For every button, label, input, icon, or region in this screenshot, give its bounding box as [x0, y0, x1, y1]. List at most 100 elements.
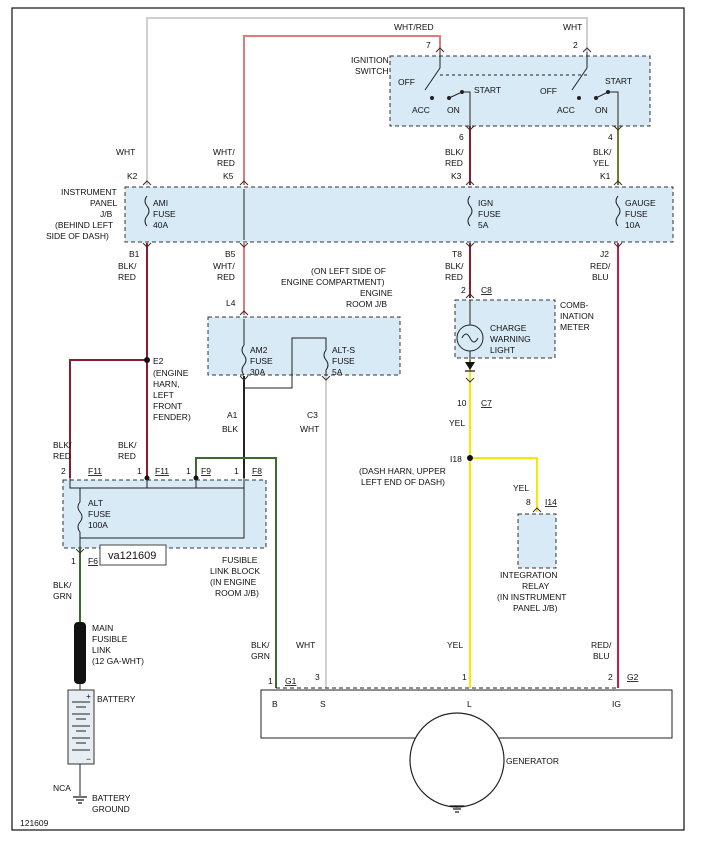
gen-ig-pin: 2 [608, 672, 613, 682]
f11a-conn: F11 [88, 466, 102, 476]
mfl-label-1: MAIN [92, 623, 113, 633]
gen-b-pin: 1 [268, 676, 273, 686]
mfl-label-2: FUSIBLE [92, 634, 128, 644]
f11b-pin: 1 [137, 466, 142, 476]
ipjb-title-2: PANEL [90, 198, 118, 208]
j2-wire-2: BLU [592, 272, 609, 282]
battery-minus: − [86, 754, 91, 764]
meter-title-2: INATION [560, 311, 594, 321]
l4-pin: L4 [226, 298, 236, 308]
relay-conn: I14 [545, 497, 557, 507]
ignition-title-2: SWITCH [355, 66, 389, 76]
light-label-2: WARNING [490, 334, 531, 344]
c7-wire: YEL [449, 418, 465, 428]
mfl-label-4: (12 GA-WHT) [92, 656, 144, 666]
c8-pin: 2 [461, 285, 466, 295]
gen-ig-wire-1: RED/ [591, 640, 612, 650]
k2-wire-label: WHT [116, 147, 135, 157]
alts-fuse-1: ALT-S [332, 345, 355, 355]
ipjb-title-3: J/B [100, 209, 113, 219]
wire-label-wht-red-top: WHT/RED [394, 22, 434, 32]
e2-label-3: HARN, [153, 379, 179, 389]
t8-wire-2: RED [445, 272, 463, 282]
g1-conn: G1 [285, 676, 297, 686]
j2-pin: J2 [600, 249, 609, 259]
c7-pin: 10 [457, 398, 467, 408]
k3-pin: K3 [451, 171, 462, 181]
flb-title-3: (IN ENGINE [210, 577, 257, 587]
f11b-conn: F11 [155, 466, 169, 476]
splice-i18: I18 (DASH HARN, UPPER LEFT END OF DASH) [359, 454, 473, 487]
erjb-title-1: (ON LEFT SIDE OF [311, 266, 386, 276]
ground-label-1: BATTERY [92, 793, 131, 803]
erjb-title-4: ROOM J/B [346, 299, 387, 309]
gauge-fuse-icon [615, 195, 621, 227]
relay-wire: YEL [513, 483, 529, 493]
gauge-fuse-3: 10A [625, 220, 640, 230]
k5-pin: K5 [223, 171, 234, 181]
engine-room-jb: (ON LEFT SIDE OF ENGINE COMPARTMENT) ENG… [222, 266, 393, 434]
wire-blk-grn-b [195, 457, 277, 688]
wire-blk-red-e2 [69, 359, 147, 478]
meter-title-3: METER [560, 322, 590, 332]
nca-label: NCA [53, 783, 71, 793]
main-fusible-link-icon [74, 622, 86, 684]
diagram-id: 121609 [20, 818, 49, 828]
battery-section: BLK/ GRN MAIN FUSIBLE LINK (12 GA-WHT) +… [53, 580, 144, 814]
ami-fuse-2: FUSE [153, 209, 176, 219]
f11b-wire-2: RED [118, 451, 136, 461]
integration-relay-box [517, 513, 557, 569]
ign-fuse-1: IGN [478, 198, 493, 208]
gauge-fuse-1: GAUGE [625, 198, 656, 208]
engine-room-jb-box [207, 316, 401, 376]
alt-fuse-2: FUSE [88, 509, 111, 519]
ign-pin-2: 2 [573, 40, 578, 50]
ground-icon [73, 796, 87, 804]
a1-pin: A1 [227, 410, 238, 420]
i18-label-1: (DASH HARN, UPPER [359, 466, 446, 476]
gauge-fuse-2: FUSE [625, 209, 648, 219]
relay-pin: 8 [526, 497, 531, 507]
t8-wire-1: BLK/ [445, 261, 464, 271]
battery-label: BATTERY [97, 694, 136, 704]
c8-conn: C8 [481, 285, 492, 295]
gen-term-b: B [272, 699, 278, 709]
relay-label-3: (IN INSTRUMENT [497, 592, 566, 602]
b1-wire-1: BLK/ [118, 261, 137, 271]
ign-pin-7: 7 [426, 40, 431, 50]
instrument-panel-jb-box [124, 186, 674, 243]
alts-fuse-3: 5A [332, 367, 343, 377]
k2-pin: K2 [127, 171, 138, 181]
ign-pin-4: 4 [608, 132, 613, 142]
f8-pin: 1 [234, 466, 239, 476]
b5-wire-1: WHT/ [213, 261, 235, 271]
b5-pin: B5 [225, 249, 236, 259]
g2-conn: G2 [627, 672, 639, 682]
e2-label-1: E2 [153, 356, 164, 366]
j2-wire-1: RED/ [590, 261, 611, 271]
battery-icon [67, 689, 95, 765]
f11b-wire-1: BLK/ [118, 440, 137, 450]
erjb-title-2: ENGINE COMPARTMENT) [281, 277, 385, 287]
c7-conn: C7 [481, 398, 492, 408]
ipjb-title-1: INSTRUMENT [61, 187, 117, 197]
relay-label-2: RELAY [522, 581, 550, 591]
alts-fuse-2: FUSE [332, 356, 355, 366]
ignition-title-1: IGNITION [351, 55, 389, 65]
am2-fuse-3: 30A [250, 367, 265, 377]
ami-fuse-1: AMI [153, 198, 168, 208]
alt-fuse-3: 100A [88, 520, 108, 530]
f11a-wire-1: BLK/ [53, 440, 72, 450]
wire-wht-top [146, 17, 588, 185]
am2-fuse-2: FUSE [250, 356, 273, 366]
ign-acc-2: ACC [557, 105, 575, 115]
main-wire-1: BLK/ [53, 580, 72, 590]
ami-fuse-3: 40A [153, 220, 168, 230]
fusible-link-block: BLK/ RED BLK/ RED 2 F11 1 F11 1 F9 1 F8 … [53, 440, 262, 598]
ign-off-1: OFF [398, 77, 415, 87]
i18-label-2: LEFT END OF DASH) [361, 477, 445, 487]
ign-pin-6: 6 [459, 132, 464, 142]
gen-l-pin: 1 [462, 672, 467, 682]
k1-pin: K1 [600, 171, 611, 181]
